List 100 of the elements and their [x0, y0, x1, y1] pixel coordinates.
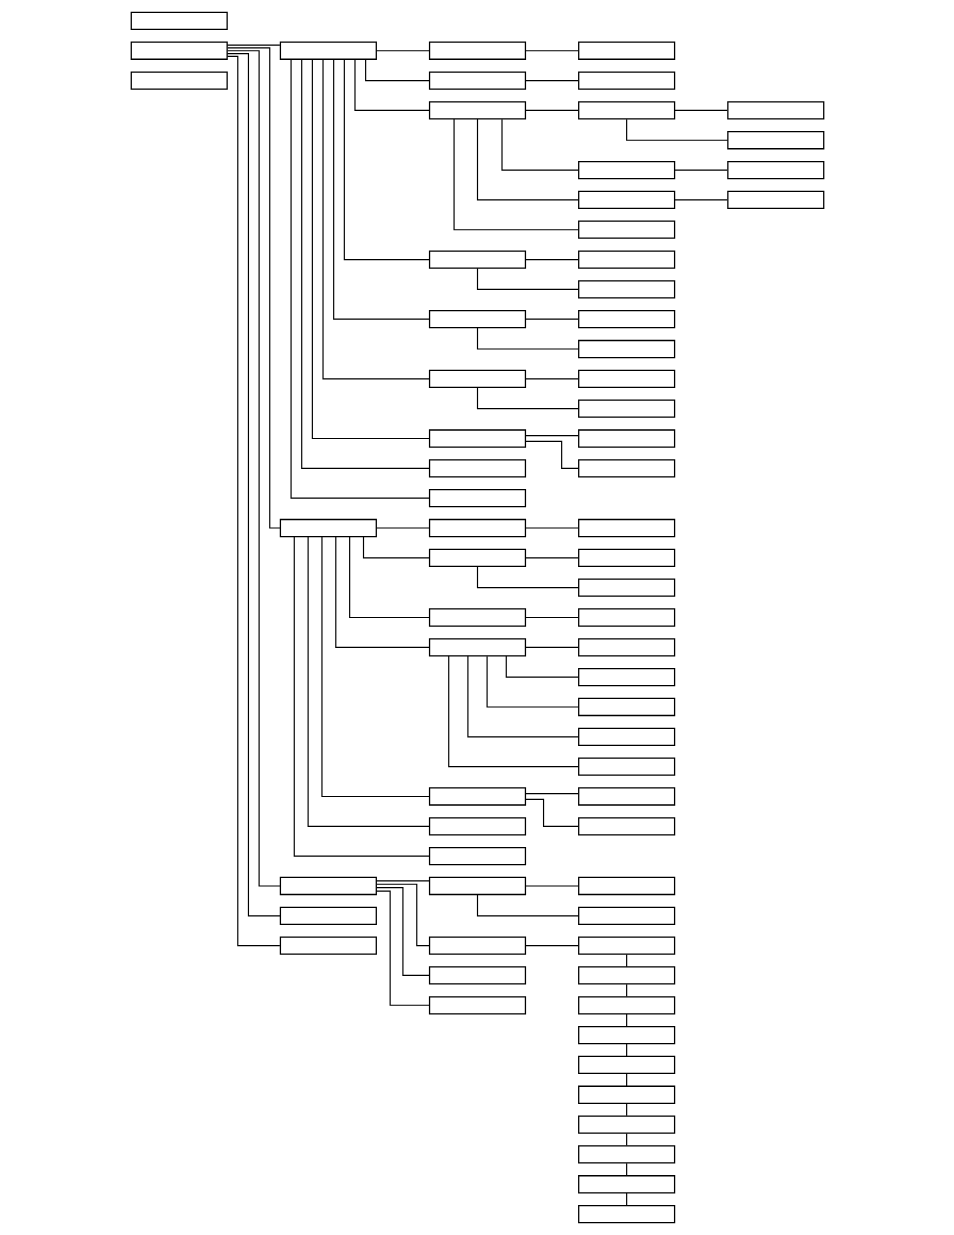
node-box [577, 668, 675, 687]
connector [447, 655, 579, 768]
connector [625, 953, 627, 968]
node-box [577, 936, 675, 955]
connector [320, 536, 430, 798]
connector [524, 435, 579, 437]
connector [625, 1132, 627, 1147]
connector [500, 118, 579, 171]
connector [673, 169, 728, 171]
node-box [577, 1025, 675, 1045]
node-box [577, 727, 675, 746]
node-box [428, 429, 526, 448]
node-box [726, 190, 824, 210]
connector [524, 50, 579, 52]
node-box [577, 1115, 675, 1134]
node-box [577, 41, 675, 60]
node-box [428, 41, 526, 60]
node-box [577, 220, 675, 239]
node-box [577, 399, 675, 418]
node-box [279, 41, 377, 60]
connector [524, 527, 579, 529]
node-box [577, 369, 675, 388]
node-box [428, 966, 526, 985]
node-box [428, 996, 526, 1015]
connector [334, 536, 430, 648]
node-box [428, 369, 526, 388]
node-box [279, 876, 377, 896]
connector [311, 59, 430, 440]
connector [375, 887, 430, 977]
connector [524, 885, 579, 887]
node-box [279, 906, 377, 925]
node-box [577, 996, 675, 1015]
node-box [428, 71, 526, 90]
connector [486, 655, 579, 708]
node-box [577, 459, 675, 478]
node-box [428, 459, 526, 478]
node-box [726, 160, 824, 180]
node-box [577, 101, 675, 120]
connector [293, 536, 430, 857]
node-box [577, 966, 675, 985]
connector [466, 655, 579, 738]
node-box [428, 101, 526, 120]
node-box [428, 250, 526, 269]
node-box [577, 757, 675, 776]
connector [505, 655, 579, 678]
connector [348, 536, 430, 619]
connector [476, 267, 579, 290]
connector [524, 109, 579, 111]
node-box [577, 638, 675, 657]
connector [524, 258, 579, 261]
connector [476, 118, 579, 201]
node-box [577, 250, 675, 269]
connector [524, 378, 579, 380]
node-box [428, 817, 526, 836]
node-box [428, 548, 526, 567]
node-box [577, 608, 675, 627]
connector [625, 118, 728, 141]
connector [375, 883, 430, 947]
connector [476, 894, 579, 917]
node-box [577, 876, 675, 896]
node-box [428, 876, 526, 896]
node-box [577, 190, 675, 210]
node-box [428, 936, 526, 955]
node-box [577, 1055, 675, 1075]
node-box [577, 906, 675, 925]
connector [524, 79, 579, 82]
connector [375, 890, 430, 1006]
node-box [577, 697, 675, 717]
node-box [428, 787, 526, 806]
node-box [130, 11, 228, 31]
node-box [577, 548, 675, 567]
connector [452, 118, 579, 231]
node-box [577, 71, 675, 90]
node-box [428, 310, 526, 329]
node-box [577, 1145, 675, 1164]
connector [524, 557, 579, 559]
node-box [577, 1204, 675, 1224]
connector [524, 798, 579, 827]
connector [307, 536, 430, 827]
connector [332, 58, 430, 320]
node-box [577, 578, 675, 597]
node-box [428, 518, 526, 538]
node-box [726, 131, 824, 150]
node-box [577, 817, 675, 836]
connector [226, 47, 281, 529]
node-box [279, 518, 377, 538]
node-box [577, 429, 675, 448]
connector [524, 318, 579, 320]
node-box [577, 339, 675, 359]
connector [226, 44, 280, 46]
connector [476, 327, 579, 350]
connector [375, 50, 430, 52]
node-box [577, 1175, 675, 1194]
connector [476, 387, 579, 410]
node-box [130, 71, 228, 90]
node-box [428, 608, 526, 627]
connector [524, 616, 579, 619]
connector [524, 793, 579, 795]
node-box [577, 1085, 675, 1104]
connector [321, 58, 430, 380]
